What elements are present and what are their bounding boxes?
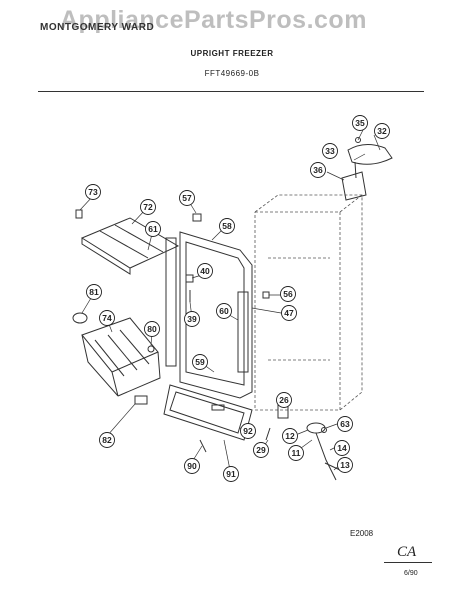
header-divider <box>38 91 424 92</box>
callout-91: 91 <box>223 466 239 482</box>
brand-label: MONTGOMERY WARD <box>40 22 155 33</box>
svg-text:59: 59 <box>195 357 205 367</box>
svg-text:73: 73 <box>88 187 98 197</box>
shelf <box>75 209 180 275</box>
svg-text:82: 82 <box>102 435 112 445</box>
callout-57: 57 <box>179 190 195 206</box>
svg-text:32: 32 <box>377 126 387 136</box>
svg-text:13: 13 <box>340 460 350 470</box>
callout-63: 63 <box>337 416 353 432</box>
callout-29: 29 <box>253 442 269 458</box>
cabinet-outline <box>254 194 363 411</box>
svg-text:39: 39 <box>187 314 197 324</box>
callout-90: 90 <box>184 458 200 474</box>
callout-12: 12 <box>282 428 298 444</box>
svg-text:47: 47 <box>284 308 294 318</box>
svg-text:57: 57 <box>182 193 192 203</box>
watermark-text: AppliancePartsPros.com <box>60 6 367 34</box>
signature-line <box>384 562 432 563</box>
svg-text:81: 81 <box>89 287 99 297</box>
drawing-code: E2008 <box>350 529 374 538</box>
svg-text:14: 14 <box>337 443 347 453</box>
svg-text:90: 90 <box>187 461 197 471</box>
callout-39: 39 <box>184 311 200 327</box>
svg-text:11: 11 <box>292 448 301 458</box>
svg-text:35: 35 <box>355 118 365 128</box>
callout-13: 13 <box>337 457 353 473</box>
leader-lines <box>79 127 381 471</box>
callout-40: 40 <box>197 263 213 279</box>
callout-36: 36 <box>310 162 326 178</box>
wire-basket <box>72 312 161 397</box>
svg-text:26: 26 <box>279 395 289 405</box>
callout-81: 81 <box>86 284 102 300</box>
svg-text:60: 60 <box>219 306 229 316</box>
callout-14: 14 <box>334 440 350 456</box>
callout-73: 73 <box>85 184 101 200</box>
initials: CA <box>397 544 417 560</box>
callout-59: 59 <box>192 354 208 370</box>
svg-text:58: 58 <box>222 221 232 231</box>
page-title: UPRIGHT FREEZER <box>190 49 274 58</box>
svg-text:36: 36 <box>313 165 323 175</box>
svg-text:74: 74 <box>102 313 112 323</box>
model-number: FFT49669-0B <box>204 69 260 78</box>
svg-text:72: 72 <box>143 202 153 212</box>
door-gasket <box>165 231 253 399</box>
door-kickplate <box>163 384 253 441</box>
callout-11: 11 <box>288 445 304 461</box>
control-assembly <box>341 137 393 201</box>
svg-text:91: 91 <box>226 469 236 479</box>
svg-text:29: 29 <box>256 445 266 455</box>
svg-text:56: 56 <box>283 289 293 299</box>
revision-date: 6/90 <box>404 570 418 577</box>
svg-text:63: 63 <box>340 419 350 429</box>
svg-text:40: 40 <box>200 266 210 276</box>
callout-58: 58 <box>219 218 235 234</box>
callout-80: 80 <box>144 321 160 337</box>
svg-text:80: 80 <box>147 324 157 334</box>
small-parts <box>134 213 341 481</box>
callout-26: 26 <box>276 392 292 408</box>
callout-33: 33 <box>322 143 338 159</box>
callout-82: 82 <box>99 432 115 448</box>
svg-text:61: 61 <box>148 224 158 234</box>
callout-35: 35 <box>352 115 368 131</box>
svg-text:12: 12 <box>285 431 295 441</box>
callout-74: 74 <box>99 310 115 326</box>
svg-text:92: 92 <box>243 426 253 436</box>
callout-92: 92 <box>240 423 256 439</box>
callout-47: 47 <box>281 305 297 321</box>
callout-72: 72 <box>140 199 156 215</box>
callout-32: 32 <box>374 123 390 139</box>
svg-text:33: 33 <box>325 146 335 156</box>
callout-61: 61 <box>145 221 161 237</box>
callout-60: 60 <box>216 303 232 319</box>
callout-56: 56 <box>280 286 296 302</box>
